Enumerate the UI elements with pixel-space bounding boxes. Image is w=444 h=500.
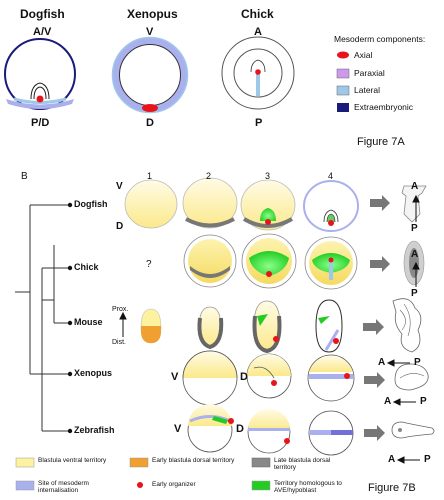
column-header-1: 1 — [147, 171, 153, 181]
mouse-row-stages — [140, 298, 422, 354]
dogfish-v-label: V — [116, 181, 123, 192]
xenopus-top-axis-label: V — [146, 26, 154, 38]
mouse-p-label: P — [414, 357, 421, 368]
zebrafish-p-label: P — [424, 454, 431, 465]
figure-7b-caption: Figure 7B — [368, 482, 416, 494]
xenopus-bottom-axis-label: D — [146, 117, 154, 129]
xenopus-a-label: A — [384, 396, 392, 407]
dogfish-bottom-axis-label: P/D — [31, 117, 50, 129]
legend-early-blastula-dorsal: Early blastula dorsal territory — [152, 457, 235, 464]
xenopus-v-label: V — [171, 371, 179, 383]
legend-ave-hypoblast: Territory homologous to AVE/hypoblast — [274, 480, 342, 495]
figure-7a-caption: Figure 7A — [357, 136, 405, 148]
tree-subclades — [42, 245, 70, 375]
zebrafish-a-label: A — [388, 454, 396, 465]
dogfish-embryo-diagram — [4, 38, 76, 110]
species-title-chick: Chick — [241, 7, 274, 21]
legend-paraxial-label: Paraxial — [354, 68, 385, 78]
axis-arrows — [119, 194, 420, 464]
legend-extraembryonic-label: Extraembryonic — [354, 102, 414, 112]
legend-late-blastula-dorsal: Late blastula dorsal territory — [274, 457, 331, 472]
dogfish-d-label: D — [116, 221, 124, 232]
species-title-xenopus: Xenopus — [127, 7, 178, 21]
phylogenetic-tree — [15, 204, 70, 432]
chick-unknown-stage-mark: ? — [146, 259, 152, 270]
column-header-4: 4 — [328, 171, 334, 181]
mouse-prox-label: Prox. — [112, 306, 129, 313]
chick-a-label: A — [411, 249, 419, 260]
xenopus-row-stages — [182, 350, 429, 406]
mesoderm-legend-swatches — [336, 51, 350, 112]
legend-lateral-label: Lateral — [354, 85, 380, 95]
row-label-mouse: Mouse — [74, 317, 103, 327]
legend-axial-label: Axial — [354, 50, 373, 60]
mouse-dist-label: Dist. — [112, 339, 126, 346]
row-label-chick: Chick — [74, 262, 99, 272]
panel-b-label: B — [21, 171, 28, 182]
row-label-dogfish: Dogfish — [74, 199, 108, 209]
chick-row-stages — [183, 233, 425, 290]
zebrafish-v-label: V — [174, 423, 182, 435]
chick-embryo-diagram — [221, 36, 295, 110]
chick-bottom-axis-label: P — [255, 117, 263, 129]
mesoderm-legend-title: Mesoderm components: — [334, 34, 426, 44]
xenopus-p-label: P — [420, 396, 427, 407]
row-label-zebrafish: Zebrafish — [74, 425, 115, 435]
dogfish-row-stages — [124, 177, 427, 232]
tree-tip-dots — [67, 202, 73, 434]
zebrafish-d-label: D — [236, 423, 244, 435]
species-title-dogfish: Dogfish — [20, 7, 65, 21]
xenopus-embryo-diagram — [111, 36, 189, 114]
mouse-a-label: A — [378, 357, 386, 368]
xenopus-d-label: D — [240, 371, 248, 383]
column-header-3: 3 — [265, 171, 271, 181]
dogfish-a-label: A — [411, 181, 419, 192]
legend-blastula-ventral: Blastula ventral territory — [38, 457, 107, 464]
legend-early-organizer: Early organizer — [152, 481, 196, 488]
dogfish-top-axis-label: A/V — [33, 26, 52, 38]
chick-p-label: P — [411, 288, 418, 299]
dogfish-p-label: P — [411, 223, 418, 234]
legend-mesoderm-internalisation: Site of mesoderm internalisation — [38, 480, 89, 495]
stage-legend-swatches — [15, 457, 271, 491]
column-header-2: 2 — [206, 171, 212, 181]
row-label-xenopus: Xenopus — [74, 368, 113, 378]
chick-top-axis-label: A — [254, 26, 262, 38]
zebrafish-row-stages — [187, 404, 435, 456]
